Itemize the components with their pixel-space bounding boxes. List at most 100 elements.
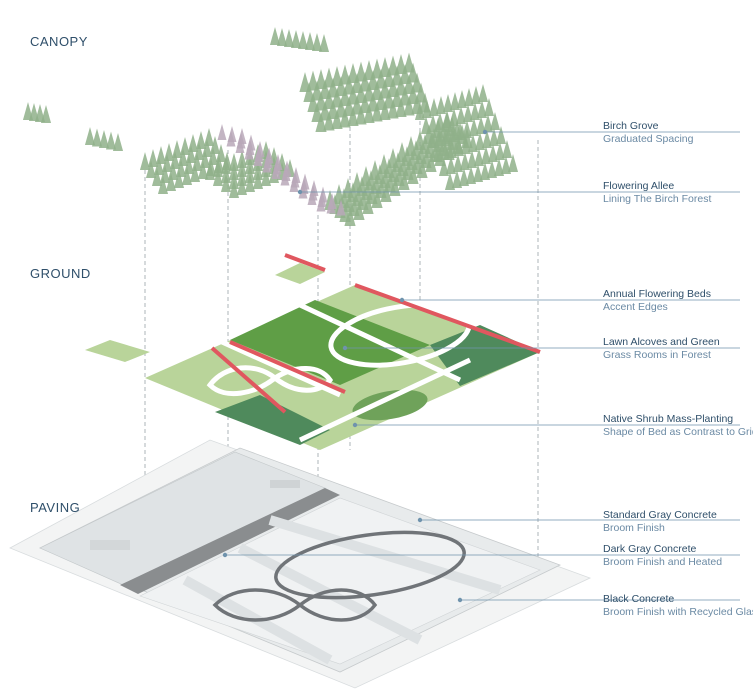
tree (327, 193, 337, 209)
callout-native-shrub: Native Shrub Mass-Planting Shape of Bed … (603, 413, 753, 439)
tree (139, 152, 151, 170)
callout-subtitle: Lining The Birch Forest (603, 193, 712, 205)
tree (479, 162, 491, 180)
tree (155, 146, 167, 164)
tree (488, 128, 500, 146)
tree (269, 27, 281, 45)
tree (476, 100, 488, 118)
callout-subtitle: Grass Rooms in Forest (603, 349, 711, 361)
tree (227, 126, 237, 142)
tree (228, 180, 240, 198)
tree (486, 160, 498, 178)
paving-layer (9, 439, 592, 689)
layer-title-canopy: CANOPY (30, 34, 88, 49)
tree (197, 161, 209, 179)
tree (179, 137, 191, 155)
tree (355, 104, 367, 125)
callout-title: Standard Gray Concrete (603, 509, 717, 521)
tree (371, 101, 383, 122)
tree (474, 132, 486, 150)
callout-title: Lawn Alcoves and Green (603, 336, 720, 348)
tree (470, 86, 482, 104)
tree (151, 168, 163, 186)
tree (187, 134, 199, 152)
tree (481, 130, 493, 148)
tree (40, 105, 52, 123)
layer-title-paving: PAVING (30, 500, 81, 515)
callout-subtitle: Broom Finish (603, 522, 665, 534)
tree (434, 146, 446, 166)
tree (493, 158, 505, 176)
tree (500, 156, 512, 174)
tree (362, 194, 374, 214)
lawn-fragment (275, 263, 325, 284)
tree (304, 32, 316, 50)
tree (435, 96, 447, 114)
tree (204, 162, 216, 180)
tree (212, 168, 224, 186)
tree (260, 168, 272, 186)
paving-detail (270, 480, 300, 488)
tree (445, 156, 457, 174)
callout-title: Flowering Allee (603, 180, 675, 192)
tree (416, 158, 428, 178)
tree (389, 176, 401, 196)
tree (323, 110, 335, 131)
tree (466, 150, 478, 168)
callout-subtitle: Accent Edges (603, 301, 668, 313)
annual-flowering-beds (210, 253, 541, 414)
tree (264, 147, 274, 164)
tree (91, 128, 103, 147)
tree (112, 133, 124, 151)
tree (252, 171, 264, 189)
tree (465, 166, 477, 184)
tree (407, 164, 419, 184)
callout-subtitle: Broom Finish with Recycled Glass (603, 606, 753, 618)
tree (443, 140, 455, 160)
tree (507, 154, 519, 172)
tree (483, 98, 495, 116)
tree (387, 98, 399, 119)
tree (379, 100, 391, 120)
tree (469, 102, 481, 120)
canopy-layer (22, 27, 519, 226)
tree (461, 128, 473, 148)
tree (297, 31, 309, 49)
tree (98, 130, 110, 148)
tree (438, 158, 450, 176)
callout-lawn-alcoves: Lawn Alcoves and Green Grass Rooms in Fo… (603, 336, 751, 362)
tree (237, 128, 247, 144)
tree (455, 106, 467, 124)
tree (452, 154, 464, 172)
tree (442, 94, 454, 112)
tree (105, 131, 117, 150)
callout-annual-beds: Annual Flowering Beds Accent Edges (603, 288, 751, 314)
ground-layer (85, 253, 541, 450)
tree (452, 134, 464, 154)
callout-black-concrete: Black Concrete Broom Finish with Recycle… (603, 593, 753, 619)
tree (458, 168, 470, 186)
tree (444, 172, 456, 190)
tree (318, 34, 330, 52)
black-concrete-loops (212, 530, 466, 622)
layer-title-ground: GROUND (30, 266, 91, 281)
tree (344, 206, 356, 226)
ground-paths (206, 302, 472, 443)
tree (403, 95, 415, 116)
tree (428, 98, 440, 116)
tree (480, 146, 492, 164)
tree (255, 141, 265, 157)
tree (477, 84, 489, 102)
tree (331, 109, 343, 129)
tree (456, 90, 468, 108)
tree (220, 174, 232, 192)
callout-dark-concrete: Dark Gray Concrete Broom Finish and Heat… (603, 543, 751, 569)
tree (283, 29, 295, 47)
tree (165, 173, 177, 191)
tree (309, 180, 319, 196)
callout-flowering-allee: Flowering Allee Lining The Birch Forest (603, 180, 751, 206)
callout-subtitle: Graduated Spacing (603, 133, 694, 145)
tree (236, 177, 248, 195)
tree (189, 164, 201, 182)
